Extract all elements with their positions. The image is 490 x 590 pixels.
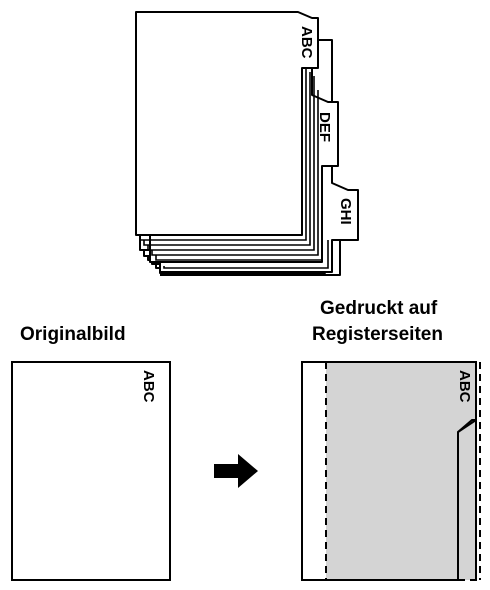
tab-divider-stack: [135, 11, 359, 276]
tab-region: [458, 362, 476, 580]
original-page: [11, 361, 171, 581]
original-page-text: ABC: [140, 370, 157, 403]
stack-edges: [139, 68, 329, 269]
tab-label-ghi: GHI: [337, 198, 354, 225]
tab-label-def: DEF: [316, 112, 333, 142]
right-arrow-icon: [214, 454, 258, 488]
tab-label-abc: ABC: [298, 26, 315, 59]
printed-title-line1: Gedruckt auf: [320, 298, 438, 319]
tab-page-printed: [301, 361, 481, 581]
printed-title-line2: Registerseiten: [312, 324, 443, 345]
printed-tab-text: ABC: [456, 370, 473, 403]
original-image-title: Originalbild: [20, 324, 126, 345]
divider-page-abc: [135, 11, 319, 236]
print-area: [326, 362, 460, 580]
